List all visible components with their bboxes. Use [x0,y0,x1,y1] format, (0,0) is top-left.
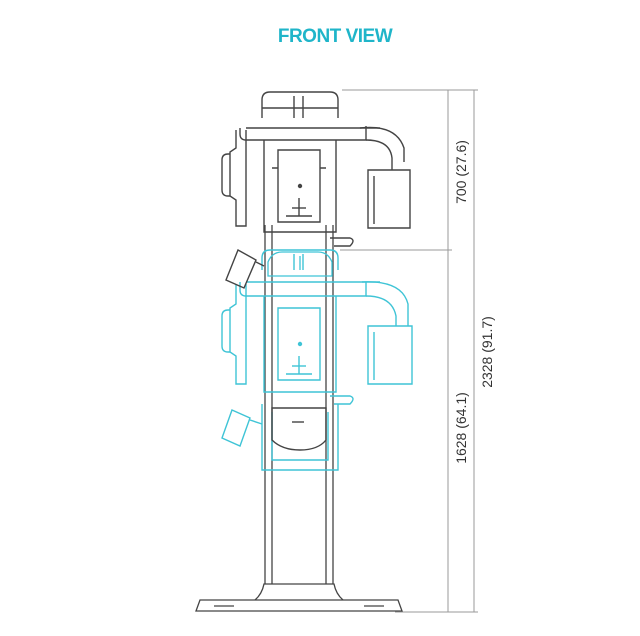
dimension-upper-travel: 700 (27.6) [453,140,469,204]
page-title: FRONT VIEW [277,26,393,47]
dimension-floor-to-low: 1628 (64.1) [453,392,469,464]
raised-unit [221,91,411,247]
dimension-lines [340,89,478,613]
column-and-base [195,225,403,612]
lowered-connector [267,251,333,277]
front-plate [225,249,327,451]
dimension-total-height: 2328 (91.7) [479,316,495,388]
lowered-unit [221,249,413,471]
